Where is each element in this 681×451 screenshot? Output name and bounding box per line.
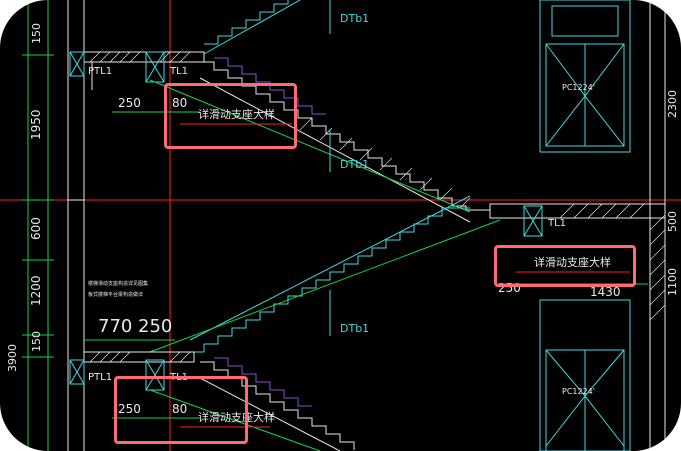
- highlight-box-middle[interactable]: [494, 245, 636, 287]
- dim-left-1950: 1950: [29, 109, 43, 140]
- right-window-top: [539, 0, 631, 153]
- tl1-label-top: TL1: [169, 66, 188, 77]
- ptl1-beam-top: [69, 51, 85, 77]
- lower-landing: [83, 351, 195, 363]
- dtb1-label-top: DTb1: [340, 12, 369, 25]
- right-wall: [649, 0, 666, 451]
- tiny-note-2: 板式楼梯平台梁构造做法: [88, 291, 143, 298]
- dim-left-150-top: 150: [30, 23, 43, 44]
- dim-250-bottom: 250: [118, 402, 141, 416]
- detail-note-top: 详滑动支座大样: [198, 107, 275, 121]
- dim-right-2300: 2300: [666, 90, 679, 118]
- top-stair-above: [203, 0, 301, 55]
- green-guide-line-lower: [149, 219, 501, 353]
- right-wall-hatch: [649, 214, 666, 321]
- upper-landing-hatch: [89, 51, 191, 63]
- dim-770: 770: [98, 316, 132, 337]
- dim-250-top: 250: [118, 96, 141, 110]
- bottom-flight: [199, 357, 355, 451]
- lower-flight: [189, 195, 471, 353]
- highlight-box-top[interactable]: [164, 83, 297, 149]
- tiny-note-1: 楼梯滑动支座构造详见图集: [88, 280, 148, 287]
- detail-note-middle: 详滑动支座大样: [534, 255, 611, 269]
- lower-landing-hatch: [89, 351, 191, 363]
- dim-80-top: 80: [172, 96, 187, 110]
- window-label-bottom: PC1224': [562, 387, 595, 396]
- ptl1-label-bottom: PTL1: [88, 372, 112, 383]
- ptl1-label-top: PTL1: [88, 66, 112, 77]
- green-guide-line-upper: [149, 79, 471, 213]
- left-dimension-chain: [22, 0, 54, 451]
- dim-80-bottom: 80: [172, 402, 187, 416]
- dtb1-label-bottom: DTb1: [340, 322, 369, 335]
- ptl1-beam-bottom: [69, 359, 85, 385]
- dim-left-150-bottom: 150: [30, 331, 43, 352]
- tl1-beam-bottom: [145, 359, 165, 391]
- dim-right-1100: 1100: [666, 268, 679, 296]
- dim-left-1200: 1200: [29, 275, 43, 306]
- right-window-bottom: [539, 299, 631, 451]
- detail-note-bottom: 详滑动支座大样: [198, 410, 275, 424]
- dim-1430: 1430: [590, 285, 621, 299]
- dtb1-label-middle: DTb1: [340, 158, 369, 171]
- upper-flight: [199, 57, 490, 223]
- tl1-beam-middle: [523, 205, 543, 237]
- middle-landing-hatch: [559, 203, 645, 219]
- upper-flight-hatch: [299, 117, 471, 209]
- green-guide-line-bottom: [149, 389, 321, 451]
- middle-landing: [489, 203, 666, 219]
- dim-250-large: 250: [138, 316, 172, 337]
- dim-left-3900: 3900: [6, 344, 19, 372]
- dim-left-600: 600: [29, 217, 43, 240]
- tl1-label-middle: TL1: [547, 218, 566, 229]
- highlight-box-bottom[interactable]: [114, 376, 248, 444]
- window-label-top: PC1224': [562, 83, 595, 92]
- dim-right-500: 500: [666, 211, 679, 232]
